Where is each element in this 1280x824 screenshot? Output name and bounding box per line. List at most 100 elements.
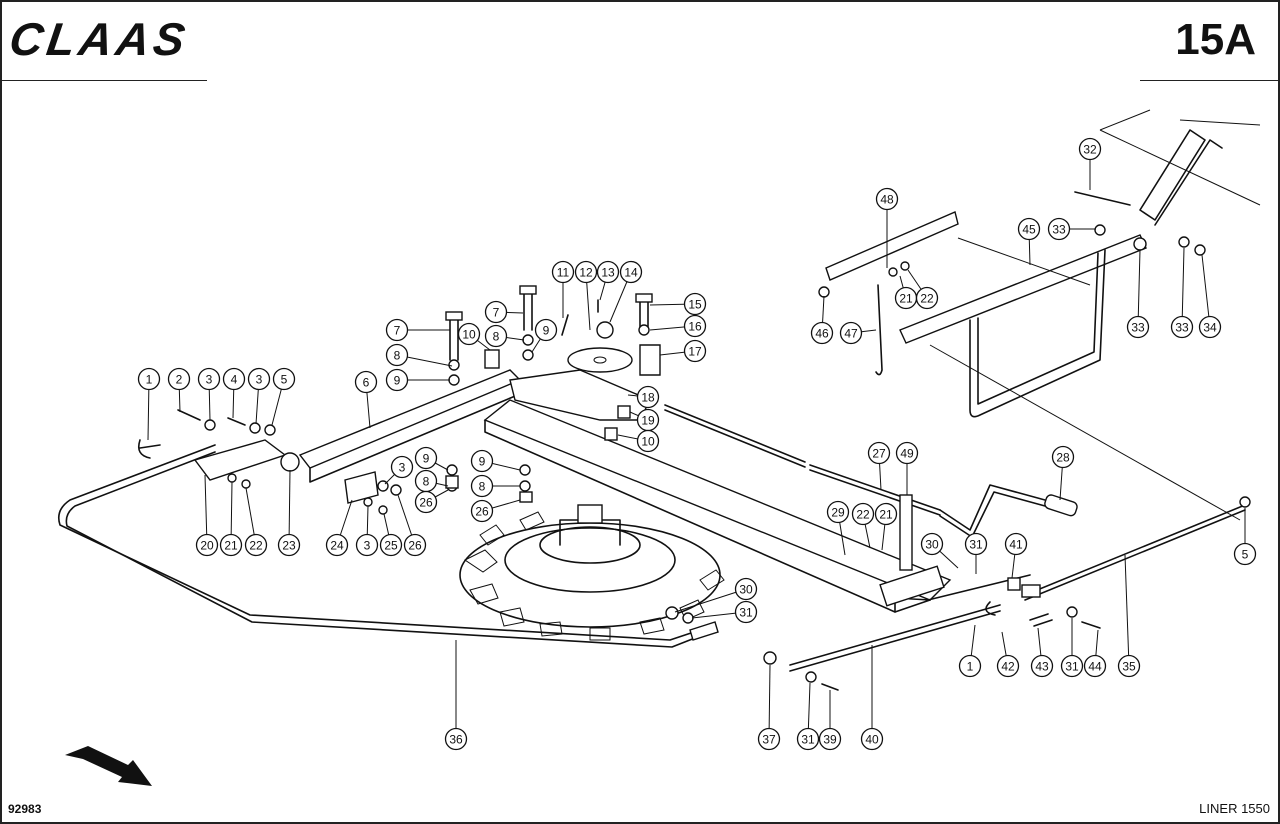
callout-number: 5	[1242, 548, 1249, 562]
callout-number: 9	[394, 374, 401, 388]
callout-circle	[1017, 217, 1041, 241]
callout-circle	[197, 367, 221, 391]
left-bracket	[193, 439, 379, 504]
callout-number: 45	[1022, 223, 1036, 237]
callout-circle	[757, 727, 781, 751]
callout-leader	[768, 664, 771, 740]
callout-number: 21	[899, 292, 913, 306]
callout-circle	[867, 441, 891, 465]
part-callout-20: 20	[195, 533, 219, 557]
callout-circle	[1083, 654, 1107, 678]
callout-number: 3	[364, 539, 371, 553]
callout-number: 26	[408, 539, 422, 553]
callout-circle	[996, 654, 1020, 678]
callout-number: 1	[967, 660, 974, 674]
callout-number: 26	[475, 505, 489, 519]
part-callout-46: 46	[810, 321, 834, 345]
callout-number: 20	[200, 539, 214, 553]
callout-circle	[484, 324, 508, 348]
callout-leader	[674, 588, 747, 613]
part-callout-31: 31	[734, 600, 758, 624]
callout-number: 32	[1083, 143, 1097, 157]
part-callout-40: 40	[860, 727, 884, 751]
callout-circle	[484, 300, 508, 324]
drive-shaft-and-crank	[664, 404, 1078, 601]
callout-leader	[1124, 554, 1130, 667]
part-callout-30: 30	[734, 577, 758, 601]
part-callout-26: 26	[403, 533, 427, 557]
callout-number: 8	[394, 349, 401, 363]
part-callout-9: 9	[414, 446, 438, 470]
callout-number: 10	[641, 435, 655, 449]
callout-circle	[619, 260, 643, 284]
callout-circle	[534, 318, 558, 342]
callout-circle	[636, 385, 660, 409]
callout-circle	[839, 321, 863, 345]
callout-number: 33	[1131, 321, 1145, 335]
callout-number: 5	[281, 373, 288, 387]
part-callout-33: 33	[1126, 315, 1150, 339]
callout-circle	[875, 187, 899, 211]
part-callout-37: 37	[757, 727, 781, 751]
callout-circle	[796, 727, 820, 751]
callout-number: 44	[1088, 660, 1102, 674]
part-callout-49: 49	[895, 441, 919, 465]
callout-number: 9	[423, 452, 430, 466]
callout-number: 13	[601, 266, 615, 280]
part-callout-22: 22	[851, 502, 875, 526]
callout-number: 34	[1203, 321, 1217, 335]
part-callout-15: 15	[683, 292, 707, 316]
part-callout-22: 22	[915, 286, 939, 310]
part-callout-10: 10	[457, 322, 481, 346]
callout-number: 27	[872, 447, 886, 461]
callout-circle	[1004, 532, 1028, 556]
callout-circle	[355, 533, 379, 557]
callout-number: 21	[879, 508, 893, 522]
part-callout-22: 22	[244, 533, 268, 557]
part-callout-7: 7	[484, 300, 508, 324]
part-callout-11: 11	[551, 260, 575, 284]
callout-circle	[734, 600, 758, 624]
part-callout-26: 26	[414, 490, 438, 514]
part-callout-4: 4	[222, 367, 246, 391]
callout-number: 47	[844, 327, 858, 341]
callout-number: 6	[363, 376, 370, 390]
part-callout-3: 3	[390, 455, 414, 479]
callout-circle	[219, 533, 243, 557]
callout-circle	[470, 474, 494, 498]
callout-number: 30	[739, 583, 753, 597]
callout-circle	[385, 343, 409, 367]
callout-circle	[860, 727, 884, 751]
callout-leader	[1201, 254, 1211, 328]
part-callout-21: 21	[894, 286, 918, 310]
callout-number: 23	[282, 539, 296, 553]
callout-circle	[195, 533, 219, 557]
callout-circle	[596, 260, 620, 284]
callout-number: 3	[256, 373, 263, 387]
part-callout-16: 16	[683, 314, 707, 338]
callout-circle	[1060, 654, 1084, 678]
top-bolts	[445, 285, 661, 441]
callout-circle	[444, 727, 468, 751]
callout-circle	[354, 370, 378, 394]
callout-circle	[222, 367, 246, 391]
callout-number: 12	[579, 266, 593, 280]
callout-circle	[470, 449, 494, 473]
part-callout-14: 14	[619, 260, 643, 284]
callout-circle	[457, 322, 481, 346]
callout-circle	[636, 429, 660, 453]
callout-number: 35	[1122, 660, 1136, 674]
part-callout-3: 3	[197, 367, 221, 391]
direction-arrow	[65, 746, 152, 786]
part-callout-34: 34	[1198, 315, 1222, 339]
callout-circle	[915, 286, 939, 310]
callout-circle	[277, 533, 301, 557]
part-callout-8: 8	[414, 469, 438, 493]
part-callout-31: 31	[964, 532, 988, 556]
part-callout-13: 13	[596, 260, 620, 284]
model-name: LINER 1550	[1199, 801, 1270, 816]
part-callout-8: 8	[385, 343, 409, 367]
callout-number: 40	[865, 733, 879, 747]
part-callout-9: 9	[534, 318, 558, 342]
